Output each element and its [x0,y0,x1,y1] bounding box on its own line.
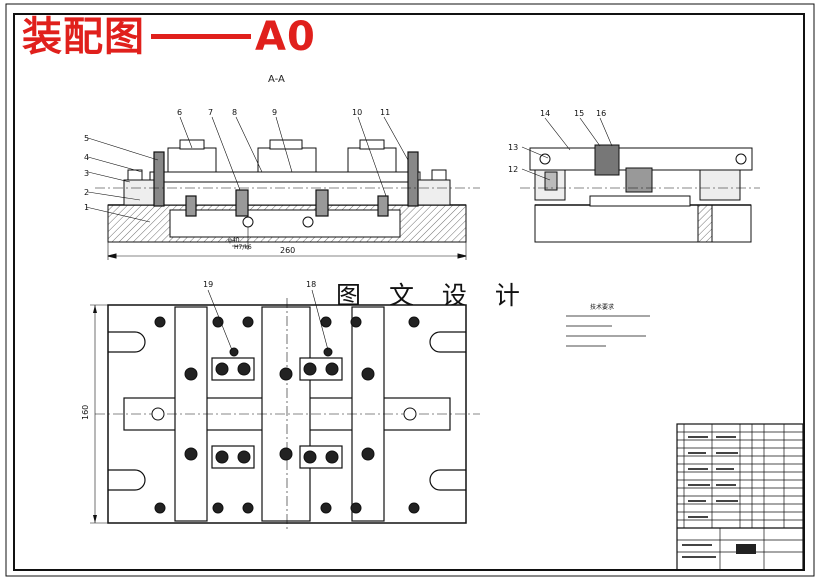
notes-heading: 技术要求 [590,303,614,311]
clamp-body-left [167,147,217,174]
part-1: 1 [84,203,89,212]
title-block [676,423,804,571]
inner-border [13,13,805,571]
part-18: 18 [306,280,316,289]
part-4: 4 [84,153,89,162]
part-14: 14 [540,109,550,118]
leaders-plan [207,289,329,351]
part-11: 11 [380,108,390,117]
part-5: 5 [84,134,89,143]
title-dash [151,33,251,39]
plan-bolts [151,316,420,514]
technical-notes: 技术要求 [566,303,650,347]
title-prefix: 装配图 [22,14,145,60]
dim-260: 260 [280,246,295,255]
leaders-section [85,116,409,223]
dim-160: 160 [81,405,90,420]
part-13: 13 [508,143,518,152]
dim-bore: φ40 [228,237,240,244]
part-8: 8 [232,108,237,117]
clamp-body-right [347,147,397,174]
plan-view [90,298,480,530]
part-15: 15 [574,109,584,118]
part-10: 10 [352,108,362,117]
part-3: 3 [84,169,89,178]
part-12: 12 [508,165,518,174]
part-16: 16 [596,109,606,118]
part-19: 19 [203,280,213,289]
part-2: 2 [84,188,89,197]
part-7: 7 [208,108,213,117]
section-label: A-A [268,74,285,85]
section-view [95,139,480,260]
dim-bore-tol: H7/k6 [234,244,252,251]
outer-border [5,3,815,577]
side-view [520,144,760,243]
drawing-title: 装配图 A0 [22,14,316,60]
part-9: 9 [272,108,277,117]
leaders-side [521,117,613,181]
part-6: 6 [177,108,182,117]
title-suffix: A0 [255,14,316,60]
